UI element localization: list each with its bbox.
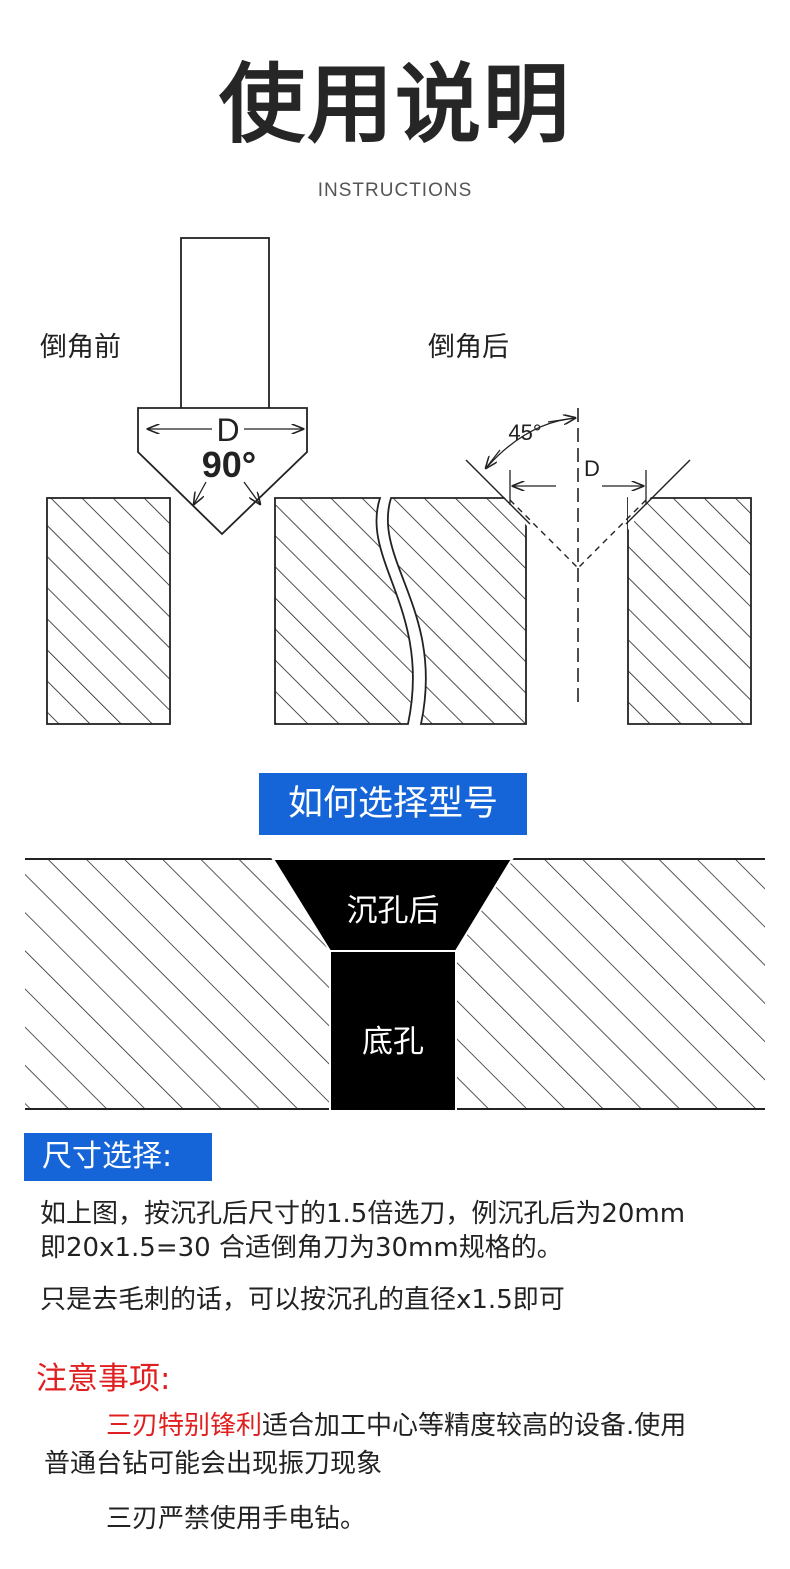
base-hole-label: 底孔 <box>362 1024 424 1060</box>
countersink-diagram <box>25 858 765 1112</box>
tool-shank <box>180 237 270 417</box>
chamfer-diagram: D 90° D 45° <box>46 237 752 725</box>
notice-warning-text: 三刃特别锋利 <box>106 1411 263 1441</box>
size-text-line1: 如上图，按沉孔后尺寸的1.5倍选刀，例沉孔后为20mm <box>40 1199 686 1229</box>
size-text-line3: 只是去毛刺的话，可以按沉孔的直径x1.5即可 <box>40 1285 565 1315</box>
notice-line1: 三刃特别锋利适合加工中心等精度较高的设备.使用 <box>106 1410 686 1444</box>
angle-45-label: 45° <box>508 420 541 445</box>
workpiece-left-b <box>274 497 414 725</box>
tool-head <box>137 407 308 536</box>
size-text-line2: 即20x1.5=30 合适倒角刀为30mm规格的。 <box>40 1233 563 1263</box>
notice-line2: 普通台钻可能会出现振刀现象 <box>44 1449 383 1479</box>
notice-line3: 三刃严禁使用手电钻。 <box>106 1504 367 1534</box>
page-subtitle: INSTRUCTIONS <box>317 180 473 201</box>
page-title: 使用说明 <box>219 55 571 155</box>
countersink-label: 沉孔后 <box>346 893 440 929</box>
size-selection-title: 尺寸选择: <box>24 1133 212 1181</box>
notice-line1-rest: 适合加工中心等精度较高的设备.使用 <box>262 1411 687 1441</box>
base-hole-shape <box>329 950 457 1112</box>
after-chamfer-label: 倒角后 <box>428 332 509 363</box>
before-chamfer-label: 倒角前 <box>40 332 121 363</box>
notice-title: 注意事项: <box>36 1361 171 1397</box>
angle-90-label: 90° <box>202 444 256 485</box>
choose-model-title: 如何选择型号 <box>259 773 527 835</box>
d-label-right: D <box>584 456 600 481</box>
workpiece-right-b <box>627 497 752 725</box>
workpiece-left-a <box>46 497 171 725</box>
workpiece-right-a <box>386 497 527 725</box>
d-label-left: D <box>216 412 239 448</box>
